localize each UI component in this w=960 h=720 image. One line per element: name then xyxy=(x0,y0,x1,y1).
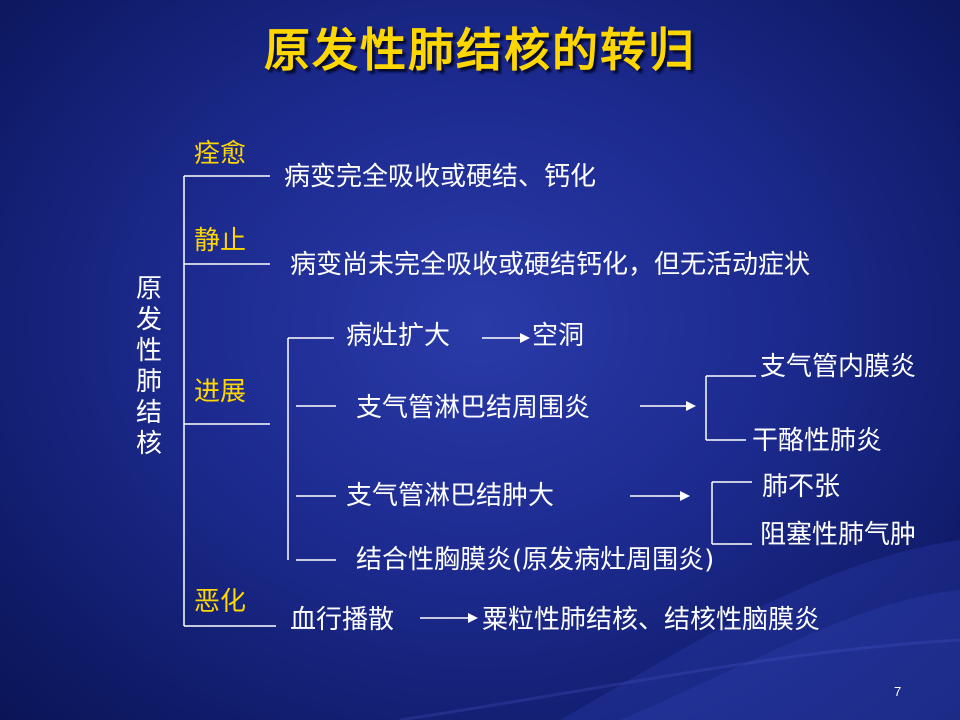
progress-focus-result: 空洞 xyxy=(532,321,585,351)
branch-healing-text: 病变完全吸收或硬结、钙化 xyxy=(284,162,597,192)
branch-progress-label: 进展 xyxy=(194,377,247,407)
slide-title: 原发性肺结核的转归 xyxy=(264,23,696,77)
branch-worsen-text: 血行播散 xyxy=(290,605,395,635)
branch-worsen-label: 恶化 xyxy=(194,587,247,617)
progress-lymph-peri-result-2: 干酪性肺炎 xyxy=(752,426,883,456)
progress-lymph-peri-result-1: 支气管内膜炎 xyxy=(760,352,917,382)
root-label: 原 发 性 肺 结 核 xyxy=(135,274,162,459)
branch-static-text: 病变尚未完全吸收或硬结钙化，但无活动症状 xyxy=(290,250,811,280)
progress-lymph-swell-result-2: 阻塞性肺气肿 xyxy=(760,520,917,550)
branch-healing-label: 痊愈 xyxy=(194,139,247,169)
progress-lymph-swell-text: 支气管淋巴结肿大 xyxy=(346,481,555,511)
progress-pleurisy-text: 结合性胸膜炎(原发病灶周围炎) xyxy=(356,545,715,575)
page-number: 7 xyxy=(894,684,902,699)
progress-lymph-peri-text: 支气管淋巴结周围炎 xyxy=(356,393,591,423)
branch-static-label: 静止 xyxy=(194,226,247,256)
progress-lymph-swell-result-1: 肺不张 xyxy=(762,472,841,502)
progress-focus-text: 病灶扩大 xyxy=(346,321,451,351)
branch-worsen-result: 粟粒性肺结核、结核性脑膜炎 xyxy=(482,605,821,635)
